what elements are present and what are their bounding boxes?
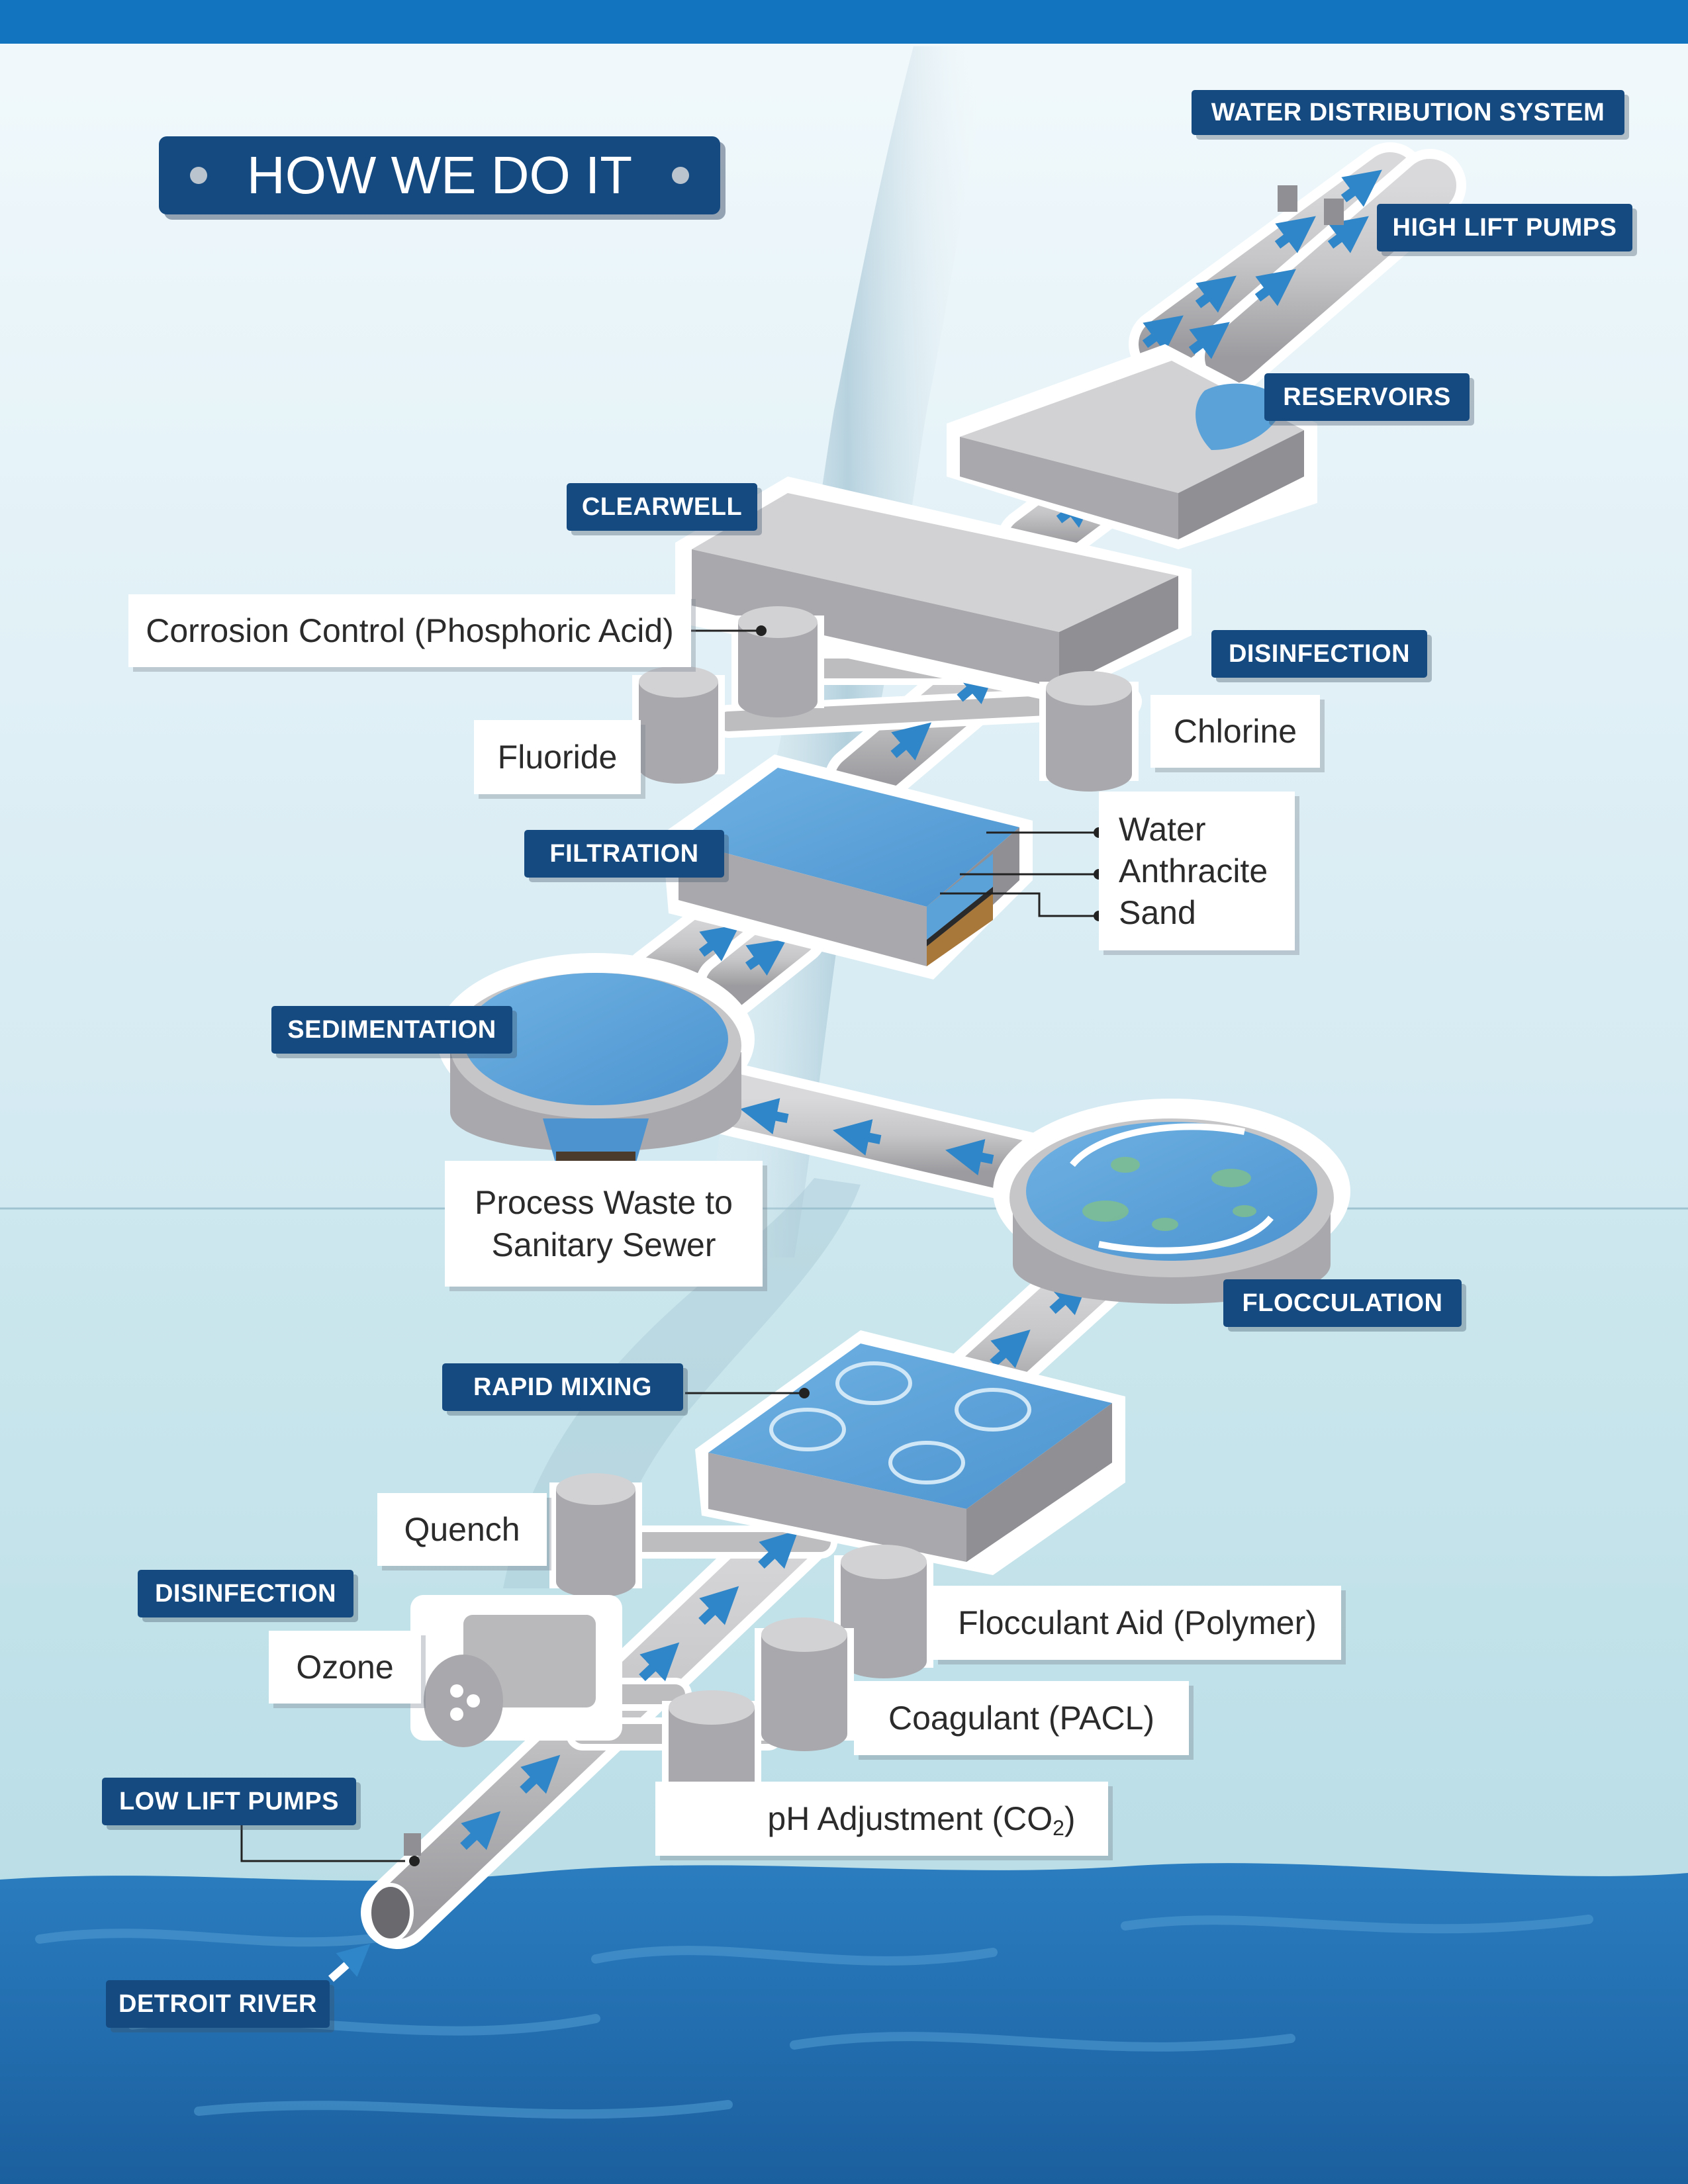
stage-low-lift-pumps: LOW LIFT PUMPS (102, 1778, 356, 1825)
title-dot-left (189, 167, 207, 184)
process-waste-line-1: Process Waste to (475, 1184, 733, 1221)
process-waste-line-2: Sanitary Sewer (491, 1226, 716, 1263)
intake-opening (367, 1883, 414, 1942)
stage-sedimentation: SEDIMENTATION (271, 1006, 512, 1054)
stage-filtration: FILTRATION (524, 830, 724, 878)
label-ozone: Ozone (269, 1631, 421, 1704)
filtration-structure (662, 754, 1033, 979)
filter-layer-anthracite: Anthracite (1119, 852, 1268, 889)
ph-adjustment-subscript: 2 (1053, 1815, 1064, 1840)
filter-layers-legend: Water Anthracite Sand (1099, 792, 1295, 950)
flow-arrows (460, 169, 1382, 1850)
tank-flocculant-aid (834, 1545, 933, 1678)
filter-layer-sand: Sand (1119, 894, 1196, 931)
sedimentation-structure (437, 953, 755, 1165)
stage-detroit-river: DETROIT RIVER (106, 1980, 330, 2028)
tank-chlorine (1039, 671, 1139, 792)
ozone-generator (410, 1595, 622, 1747)
label-process-waste: Process Waste to Sanitary Sewer (445, 1161, 763, 1287)
filter-layer-water: Water (1119, 811, 1206, 848)
low-lift-pump-valve (404, 1833, 421, 1856)
page-title: HOW WE DO IT (159, 136, 720, 214)
label-chlorine: Chlorine (1150, 695, 1320, 768)
tank-corrosion-control (731, 606, 824, 717)
stage-disinfection-lower: DISINFECTION (138, 1570, 353, 1617)
top-bar (0, 0, 1688, 44)
stage-water-distribution-system: WATER DISTRIBUTION SYSTEM (1192, 90, 1624, 135)
flocculation-structure (993, 1099, 1350, 1304)
tank-coagulant (755, 1617, 854, 1751)
label-quench: Quench (377, 1493, 547, 1566)
label-corrosion-control: Corrosion Control (Phosphoric Acid) (128, 594, 691, 667)
title-text: HOW WE DO IT (246, 146, 633, 205)
label-fluoride: Fluoride (474, 720, 641, 794)
stage-flocculation: FLOCCULATION (1223, 1279, 1462, 1327)
label-flocculant-aid: Flocculant Aid (Polymer) (933, 1586, 1341, 1660)
river-inflow-arrow (328, 1944, 371, 1982)
reservoirs-structure (947, 344, 1317, 549)
stage-rapid-mixing: RAPID MIXING (442, 1363, 683, 1411)
tank-fluoride (632, 666, 725, 784)
stage-disinfection-upper: DISINFECTION (1211, 630, 1427, 678)
high-lift-pump-valves (1278, 185, 1344, 225)
title-dot-right (672, 167, 690, 184)
stage-reservoirs: RESERVOIRS (1264, 373, 1470, 421)
label-coagulant: Coagulant (PACL) (854, 1681, 1189, 1755)
leader-lines (240, 629, 1099, 1862)
stage-high-lift-pumps: HIGH LIFT PUMPS (1377, 204, 1632, 251)
ph-adjustment-text: pH Adjustment (CO (767, 1800, 1053, 1837)
stage-clearwell: CLEARWELL (567, 483, 757, 531)
tank-quench (549, 1473, 642, 1598)
ph-adjustment-close: ) (1064, 1800, 1076, 1837)
